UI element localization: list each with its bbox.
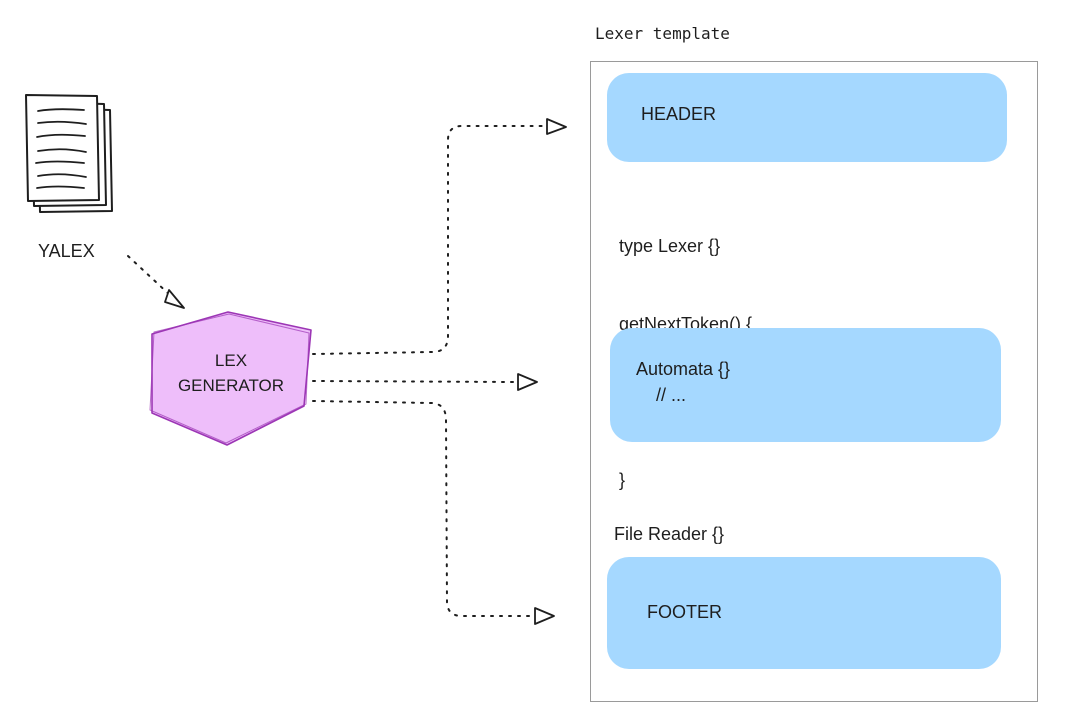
footer-block: FOOTER bbox=[607, 557, 1001, 669]
generator-label-line1: LEX bbox=[214, 351, 248, 370]
document-stack-icon bbox=[25, 94, 113, 213]
generator-label: LEX GENERATOR bbox=[152, 348, 310, 398]
arrow-yalex-to-generator bbox=[127, 255, 185, 309]
template-title: Lexer template bbox=[595, 24, 730, 43]
lexer-code-line: } bbox=[619, 470, 626, 490]
automata-block: Automata {} // ... bbox=[610, 328, 1001, 442]
header-block-label: HEADER bbox=[641, 104, 717, 124]
arrow-generator-to-automata bbox=[312, 373, 538, 391]
arrow-generator-to-footer bbox=[312, 400, 555, 625]
automata-block-line: Automata {} bbox=[636, 359, 731, 379]
lexer-code-line: type Lexer {} bbox=[619, 236, 721, 256]
header-block: HEADER bbox=[607, 73, 1007, 162]
footer-block-label: FOOTER bbox=[647, 602, 722, 622]
generator-label-line2: GENERATOR bbox=[177, 376, 285, 395]
automata-block-line: // ... bbox=[636, 385, 687, 405]
arrow-generator-to-header bbox=[312, 118, 567, 355]
lex-generator-hexagon bbox=[149, 311, 312, 446]
yalex-label: YALEX bbox=[38, 241, 95, 261]
file-reader-code-line: File Reader {} bbox=[614, 524, 725, 544]
